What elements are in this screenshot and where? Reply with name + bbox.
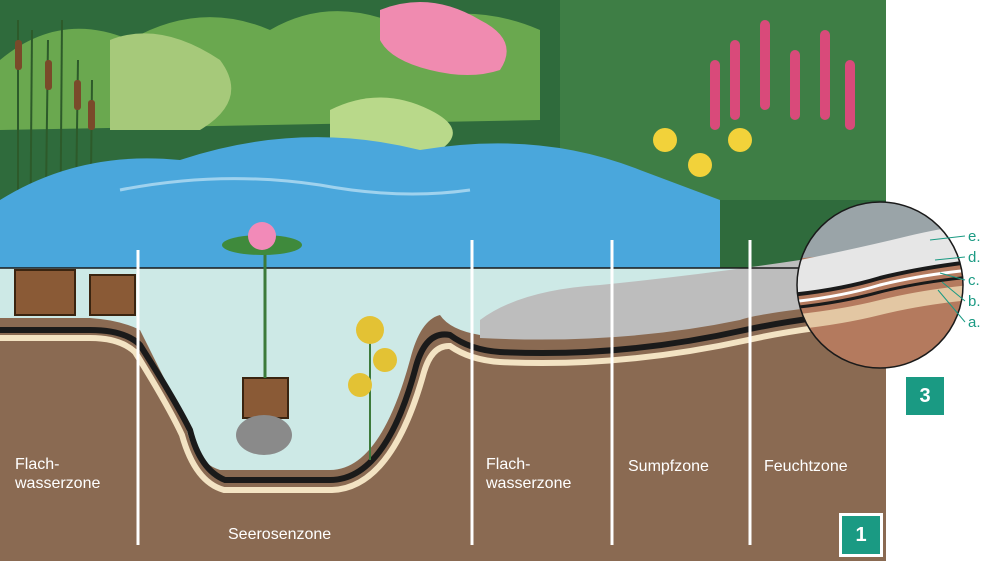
- plant-pots: [15, 270, 135, 315]
- water-lily-flower: [248, 222, 276, 250]
- figure-badge-detail: 3: [906, 377, 944, 415]
- zone-label-seerosenzone: Seerosenzone: [228, 525, 331, 544]
- zone-label-sumpfzone: Sumpfzone: [628, 457, 709, 476]
- layer-label-b: b.: [968, 293, 981, 310]
- layer-label-e: e.: [968, 228, 981, 245]
- layer-label-a: a.: [968, 314, 981, 331]
- zone-label-feuchtzone: Feuchtzone: [764, 457, 848, 476]
- planting-basket: [243, 378, 288, 418]
- figure-badge-main: 1: [842, 516, 880, 554]
- layer-label-c: c.: [968, 272, 980, 289]
- layer-label-d: d.: [968, 249, 981, 266]
- stone: [236, 415, 292, 455]
- zone-label-flachwasserzone-left: Flach- wasserzone: [15, 455, 100, 493]
- main-scene: [0, 0, 886, 561]
- zone-label-flachwasserzone-right: Flach- wasserzone: [486, 455, 571, 493]
